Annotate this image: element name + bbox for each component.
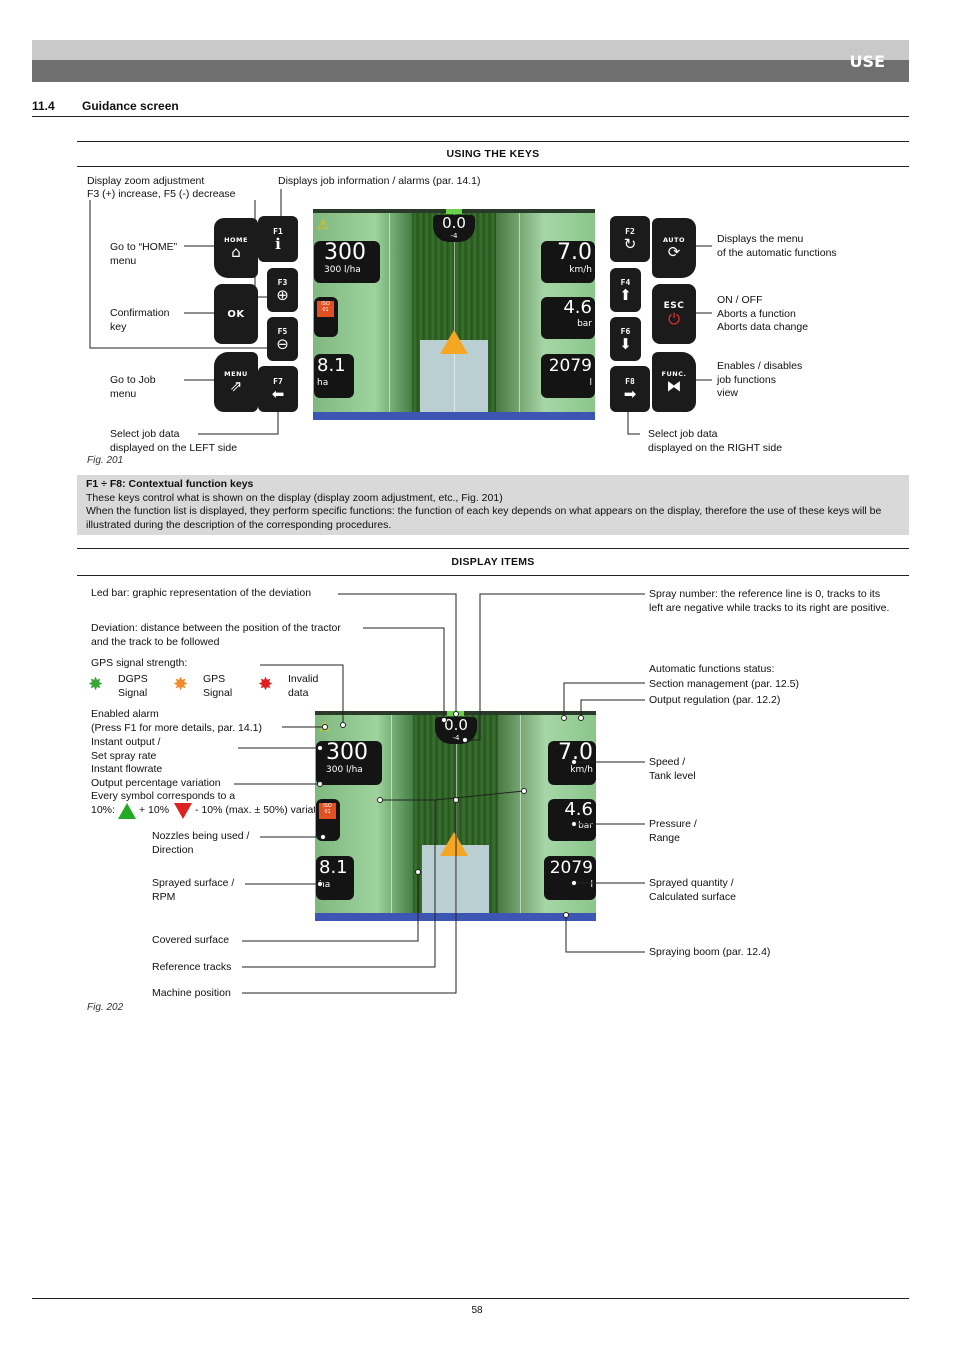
f2-key[interactable]: F2 ↻ [610,216,650,262]
f8-key[interactable]: F8 ➡ [610,366,650,412]
esc-key[interactable]: ESC ⏻ [652,284,696,344]
rate-value: 300 [324,241,380,265]
auto-key[interactable]: AUTO ⟳ [652,218,696,278]
divider [77,548,909,549]
func-key[interactable]: FUNC. ⧓ [652,352,696,412]
surface-value: 8.1 [317,354,354,378]
spray-number: -4 [433,232,475,240]
plus-icon: ⊕ [276,287,289,303]
speed-unit: km/h [541,265,592,276]
ok-key[interactable]: OK [214,284,258,344]
quantity-value: 2079 [541,354,592,378]
minus-icon: ⊖ [276,336,289,352]
pressure-value: 4.6 [541,297,592,319]
f5-key[interactable]: F5 ⊖ [267,317,298,361]
power-icon: ⏻ [668,311,680,327]
note-line2: When the function list is displayed, the… [86,505,900,532]
deviation-value: 0.0 [433,215,475,232]
home-key[interactable]: HOME ⌂ [214,218,258,278]
figure-202-caption: Fig. 202 [87,1002,123,1013]
note-line1: These keys control what is shown on the … [86,492,900,506]
items-connector-lines [0,570,954,1010]
ok-key-label: OK [227,309,244,320]
f7-key[interactable]: F7 ⬅ [258,366,298,412]
arrow-left-icon: ⬅ [272,386,285,402]
rate-unit: 300 l/ha [324,265,380,276]
menu-key[interactable]: MENU ⇗ [214,352,258,412]
job-menu-icon: ⇗ [230,378,243,394]
guidance-screen-keys: ⚠ 0.0 -4 300 300 l/ha 7.0 km/h 4.6 bar I… [313,209,595,420]
machine-position-icon [440,330,468,354]
alarm-icon: ⚠ [317,217,329,233]
f3-key[interactable]: F3 ⊕ [267,268,298,312]
home-icon: ⌂ [231,244,241,260]
f4-key[interactable]: F4 ⬆ [610,268,641,312]
f1-key[interactable]: F1 ℹ [258,216,298,262]
rotate-icon: ↻ [624,236,637,252]
pressure-unit: bar [541,319,592,330]
nozzles-indicator: ISO 01 [317,301,334,317]
speed-value: 7.0 [541,241,592,265]
note-box: F1 ÷ F8: Contextual function keys These … [77,475,909,535]
footer-rule [32,1298,909,1299]
functions-view-icon: ⧓ [667,378,682,394]
auto-cycle-icon: ⟳ [668,244,681,260]
arrow-right-icon: ➡ [624,386,637,402]
display-panel-title: DISPLAY ITEMS [77,556,909,568]
surface-unit: ha [317,378,354,389]
arrow-up-icon: ⬆ [619,287,632,303]
quantity-unit: l [541,378,592,389]
figure-201-caption: Fig. 201 [87,455,123,466]
page-number: 58 [0,1305,954,1316]
info-icon: ℹ [275,236,281,252]
arrow-down-icon: ⬇ [619,336,632,352]
spraying-boom [313,412,595,420]
f6-key[interactable]: F6 ⬇ [610,317,641,361]
note-title: F1 ÷ F8: Contextual function keys [86,478,253,490]
